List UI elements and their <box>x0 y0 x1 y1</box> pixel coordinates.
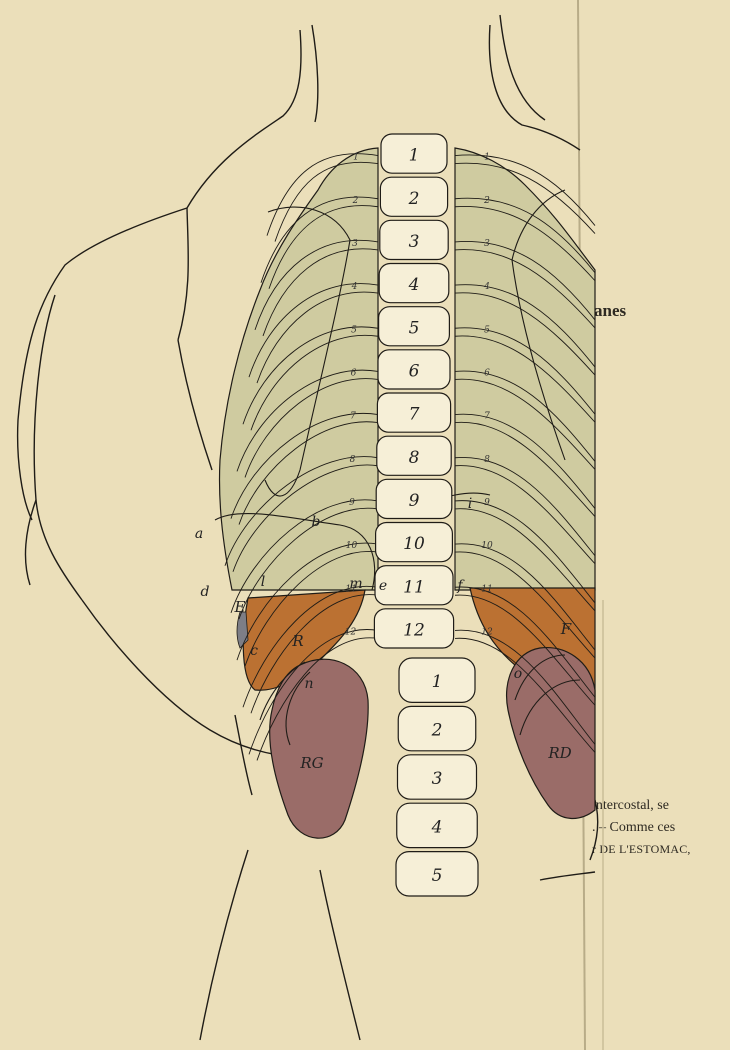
letter-a: a <box>195 526 203 542</box>
right-rib-label: 5 <box>484 325 490 335</box>
right-rib-label: 3 <box>484 239 490 249</box>
left-rib-label: 7 <box>350 412 356 422</box>
right-lung-field <box>455 148 595 590</box>
right-rib-label: 8 <box>484 455 490 465</box>
letter-n: n <box>304 676 313 692</box>
thoracic-vertebra-label: 3 <box>409 232 420 252</box>
letter-l: l <box>261 574 265 590</box>
letter-d: d <box>201 584 210 600</box>
right-rib-label: 11 <box>481 584 492 594</box>
organ-label-rg: RG <box>299 754 323 772</box>
thoracic-vertebra-label: 4 <box>408 275 420 295</box>
left-rib-label: 6 <box>351 368 357 378</box>
left-rib-label: 1 <box>353 153 359 163</box>
lumbar-vertebra-label: 2 <box>431 721 443 741</box>
lumbar-vertebra-label: 4 <box>431 817 443 837</box>
right-rib-label: 7 <box>484 412 490 422</box>
letter-c: c <box>250 643 258 659</box>
right-rib-label: 2 <box>483 196 490 206</box>
letter-b: b <box>312 514 321 530</box>
thoracic-vertebra-label: 12 <box>403 620 425 640</box>
thoracic-vertebra-label: 5 <box>409 318 420 338</box>
thoracic-vertebra-label: 1 <box>409 146 420 166</box>
organ-label-e: E <box>234 598 246 616</box>
left-rib-label: 10 <box>346 541 358 551</box>
left-rib-label: 9 <box>349 498 355 508</box>
letter-o: o <box>514 666 522 682</box>
right-rib-label: 6 <box>484 368 490 378</box>
left-rib-label: 5 <box>351 325 357 335</box>
organ-label-f: F <box>560 620 572 638</box>
right-rib-label: 4 <box>483 282 490 292</box>
organ-label-r: R <box>291 632 303 650</box>
letter-m: m <box>349 576 362 592</box>
lumbar-vertebra-label: 3 <box>432 769 443 789</box>
letter-i: i <box>468 496 472 512</box>
right-rib-label: 12 <box>481 627 493 637</box>
thoracic-vertebra-label: 7 <box>409 405 420 425</box>
right-rib-label: 1 <box>484 153 490 163</box>
left-rib-label: 3 <box>352 239 358 249</box>
left-rib-label: 12 <box>345 627 357 637</box>
left-kidney <box>270 659 368 838</box>
left-rib-label: 4 <box>351 282 358 292</box>
thoracic-vertebra-label: 11 <box>403 577 425 597</box>
right-rib-label: 9 <box>484 498 490 508</box>
thoracic-vertebra-label: 9 <box>409 491 420 511</box>
thoracic-vertebra-label: 10 <box>403 534 425 554</box>
organ-label-rd: RD <box>547 744 571 762</box>
lumbar-vertebra-label: 1 <box>432 672 443 692</box>
left-rib-label: 2 <box>352 196 359 206</box>
thoracic-vertebra-label: 6 <box>409 361 420 381</box>
letter-e: e <box>379 578 387 594</box>
right-rib-label: 10 <box>481 541 493 551</box>
lumbar-vertebra-label: 5 <box>432 866 443 886</box>
thoracic-vertebra-label: 2 <box>408 189 420 209</box>
left-rib-label: 8 <box>350 455 356 465</box>
thoracic-vertebra-label: 8 <box>409 448 420 468</box>
